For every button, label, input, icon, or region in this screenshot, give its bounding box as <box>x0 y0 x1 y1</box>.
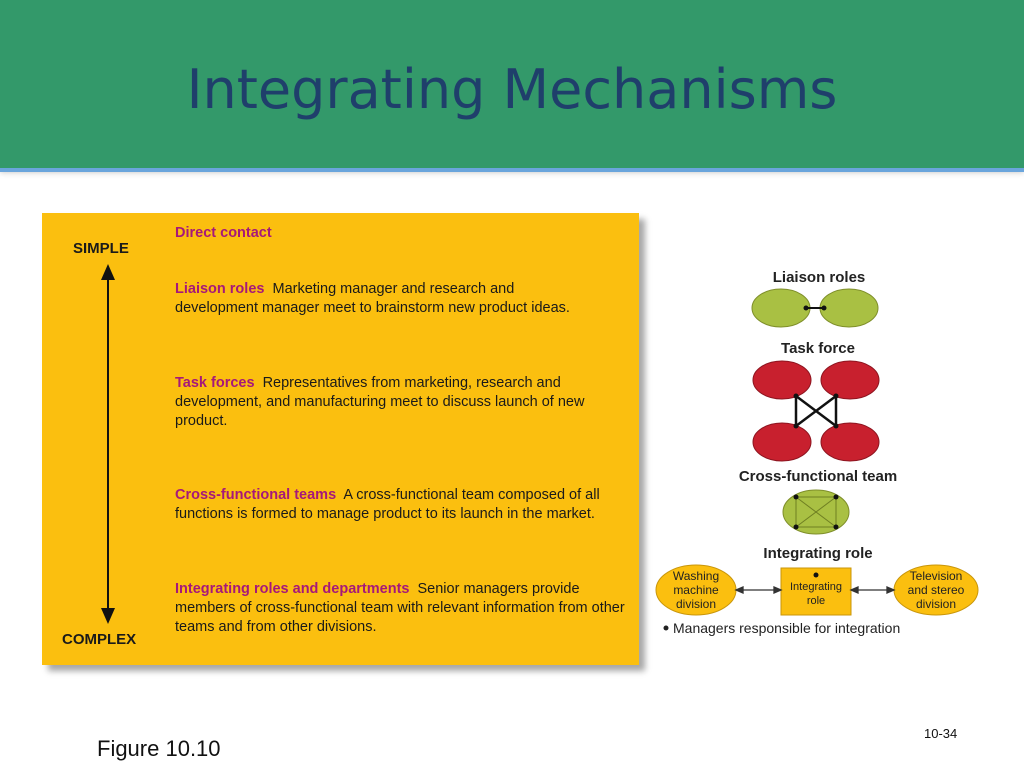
integrating-role-line2: role <box>807 595 825 607</box>
integrating-role-dot <box>813 572 819 578</box>
mechanism-cross-functional-teams: Cross-functional teams A cross-functiona… <box>175 486 645 524</box>
taskforce-node-tl <box>752 360 812 400</box>
mechanism-heading: Task forces <box>175 375 255 391</box>
liaison-dot-left <box>803 305 809 311</box>
crossfunctional-dots <box>793 494 839 530</box>
mechanism-task-forces: Task forces Representatives from marketi… <box>175 374 615 431</box>
taskforce-node-bl <box>752 422 812 462</box>
scale-top-label: SIMPLE <box>73 240 129 257</box>
complexity-arrow <box>101 264 115 624</box>
slide-header <box>0 0 1024 168</box>
right-division-line1: Television <box>910 569 963 583</box>
right-division-line2: and stereo <box>908 583 965 597</box>
mechanism-direct-contact: Direct contact <box>175 224 276 243</box>
mechanism-description: Senior managers provide members of cross… <box>175 581 625 635</box>
left-division-line1: Washing <box>673 569 719 583</box>
mechanism-description: Representatives from marketing, research… <box>175 375 585 429</box>
taskforce-node-tr <box>820 360 880 400</box>
scale-bottom-label: COMPLEX <box>62 631 137 648</box>
crossfunctional-title: Cross-functional team <box>739 468 897 485</box>
mechanism-integrating-roles: Integrating roles and departments Senior… <box>175 580 630 637</box>
left-division-line2: machine <box>673 583 719 597</box>
mechanism-liaison-roles: Liaison roles Marketing manager and rese… <box>175 280 595 318</box>
mechanisms-panel <box>42 213 639 665</box>
liaison-title: Liaison roles <box>773 269 866 286</box>
slide-title: Integrating Mechanisms <box>186 58 838 121</box>
figure-caption: Figure 10.10 <box>97 736 221 761</box>
mechanism-heading: Integrating roles and departments <box>175 581 410 597</box>
mechanism-description: Marketing manager and research and devel… <box>175 281 570 316</box>
taskforce-node-br <box>820 422 880 462</box>
integrating-role-box <box>780 567 852 616</box>
liaison-node-right <box>819 288 879 328</box>
mechanism-description: A cross-functional team composed of all … <box>175 487 600 522</box>
liaison-node-left <box>751 288 811 328</box>
right-division-line3: division <box>916 597 956 611</box>
mechanism-heading: Direct contact <box>175 225 272 241</box>
taskforce-dots <box>793 393 839 429</box>
mechanism-heading: Cross-functional teams <box>175 487 337 503</box>
legend-bullet-icon <box>663 625 669 631</box>
taskforce-title: Task force <box>781 340 855 357</box>
liaison-dot-right <box>821 305 827 311</box>
page-number: 10-34 <box>924 726 958 741</box>
legend-text: Managers responsible for integration <box>673 620 900 636</box>
crossfunctional-links <box>795 496 837 528</box>
left-division-line3: division <box>676 597 716 611</box>
integration-arrows <box>734 586 896 594</box>
integration-diagram: Liaison roles Task force Cross-functiona… <box>655 269 979 636</box>
integrating-role-line1: Integrating <box>790 581 842 593</box>
header-divider <box>0 168 1024 172</box>
mechanism-heading: Liaison roles <box>175 281 265 297</box>
integrating-title: Integrating role <box>763 545 872 562</box>
taskforce-links <box>794 395 838 427</box>
